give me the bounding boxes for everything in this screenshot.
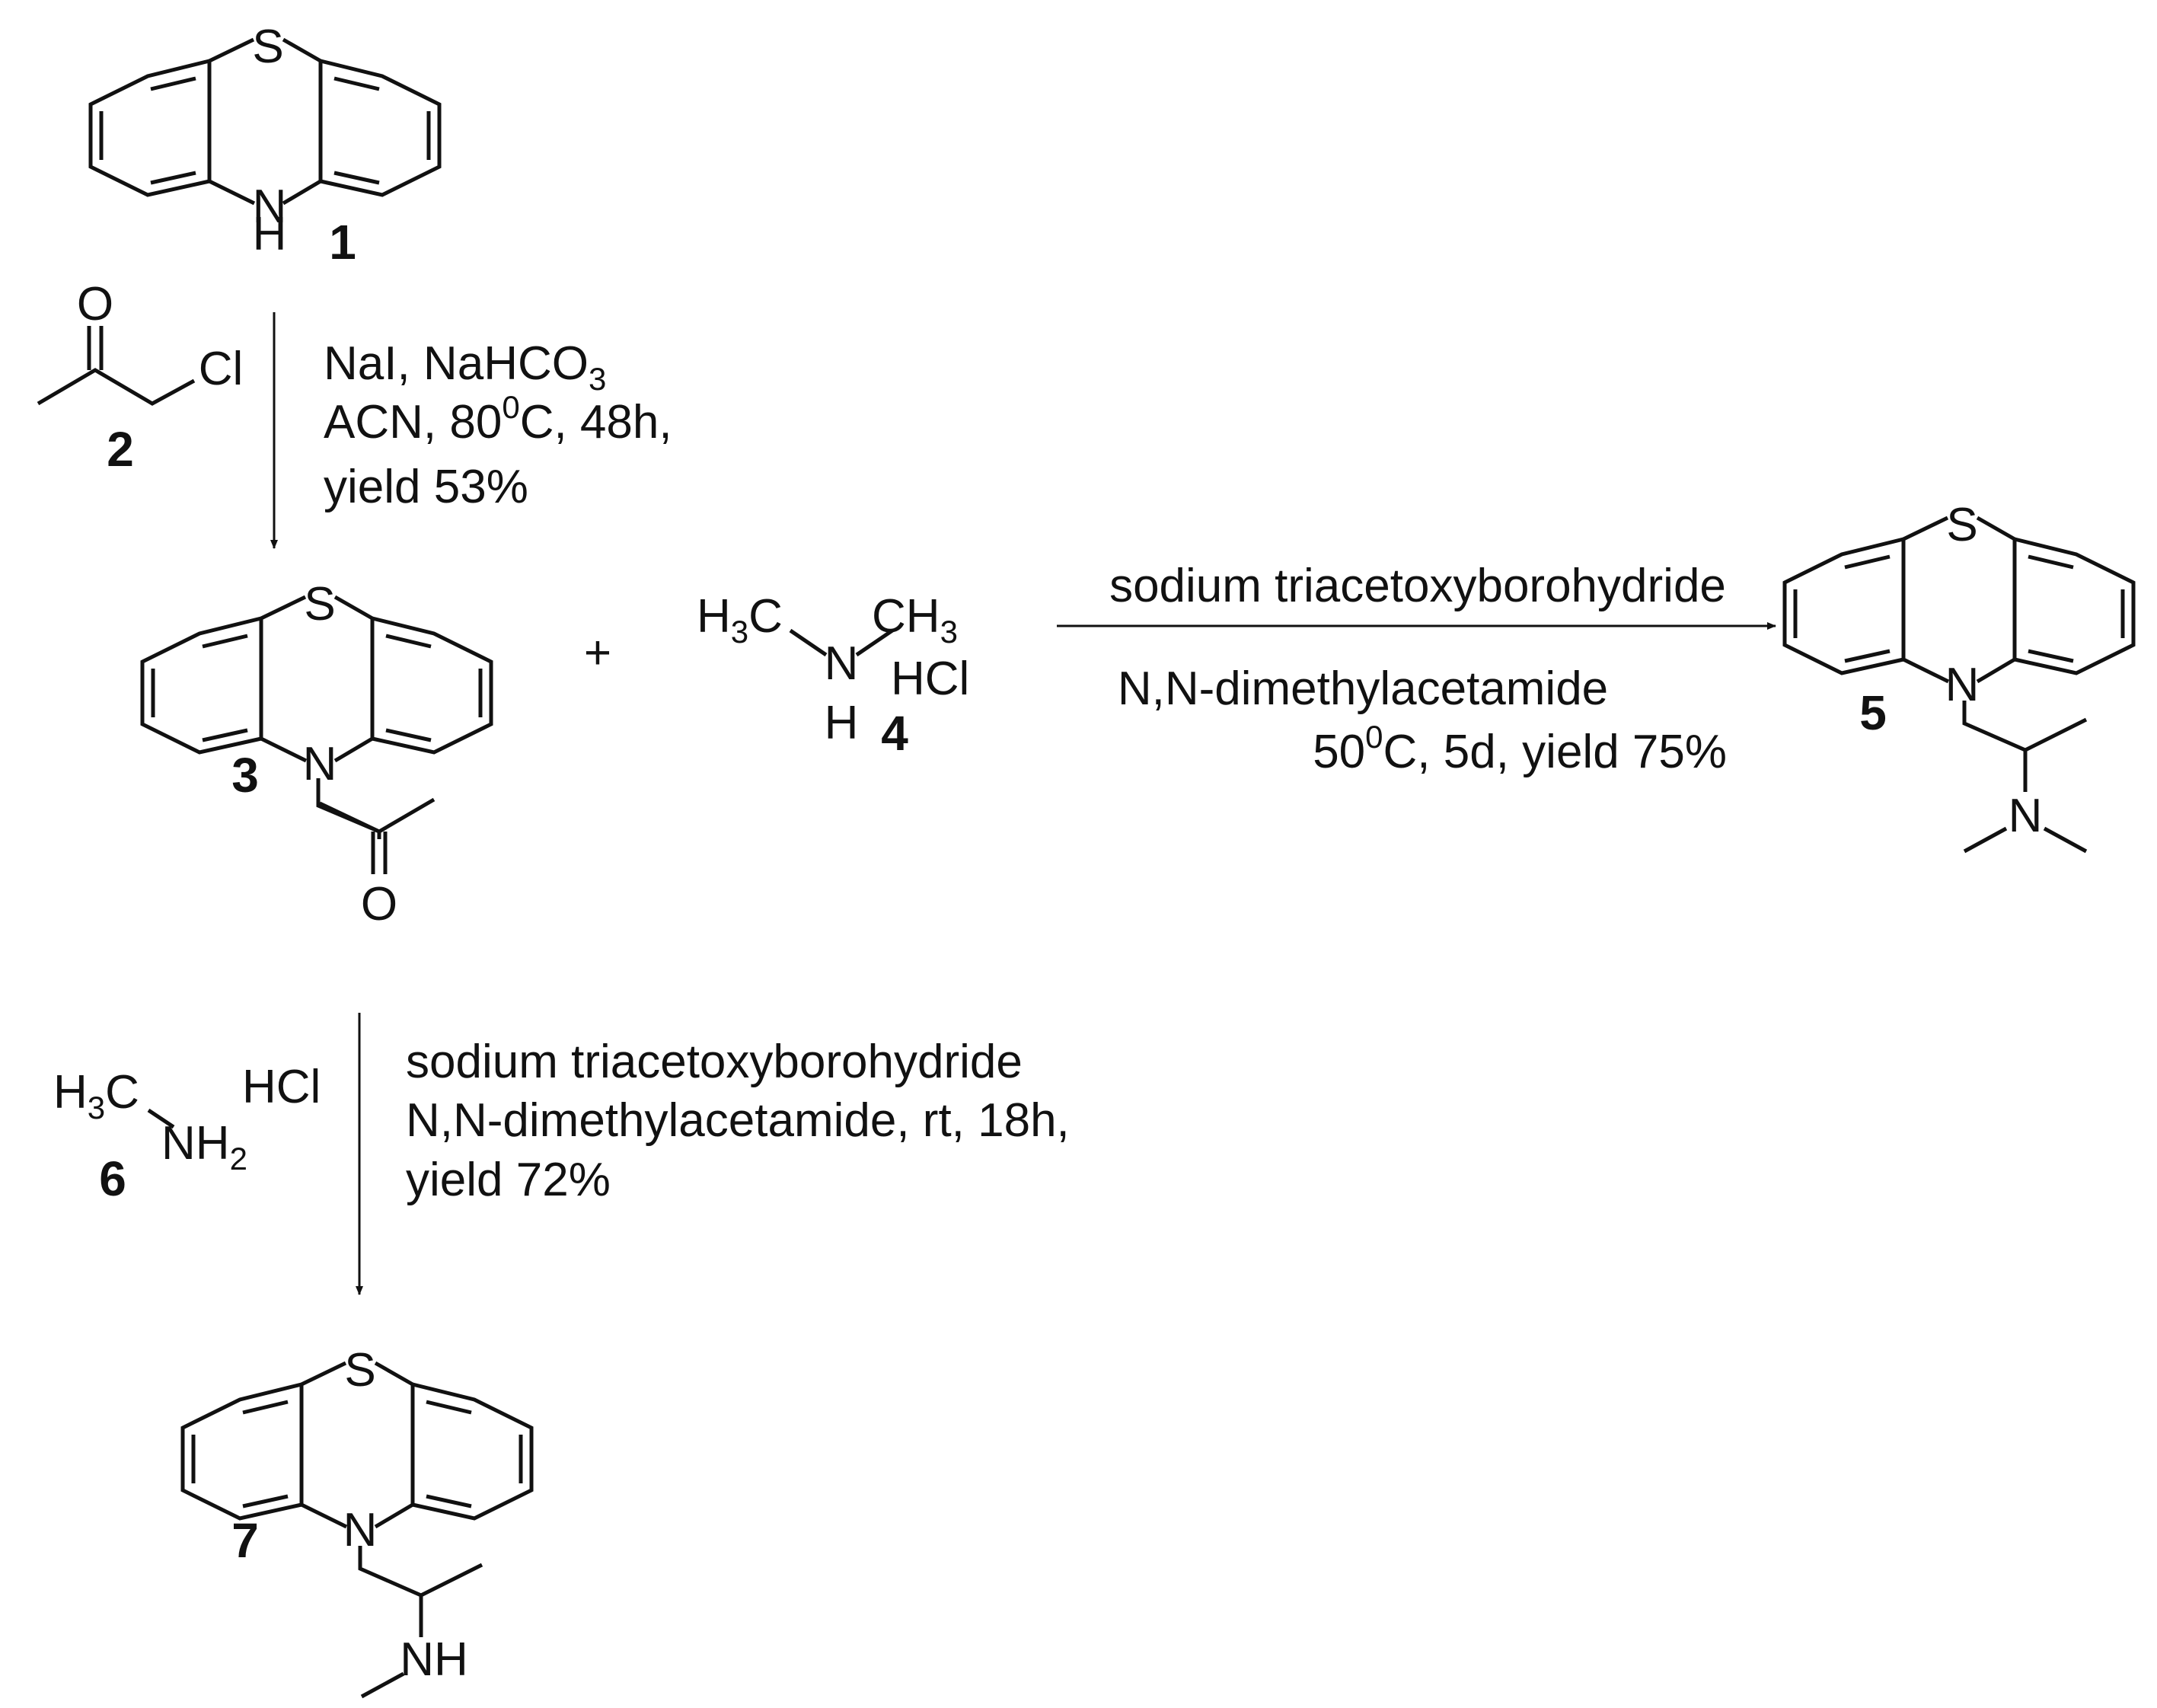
compound-number-7: 7 [231,1513,259,1568]
compound-number-5: 5 [1859,685,1887,740]
step1-conditions-line2: ACN, 800C, 48h, [324,389,672,449]
atom-o: O [361,878,397,931]
plus-sign: + [584,627,611,679]
atom-n: N [1945,659,1980,711]
atom-o: O [77,278,113,330]
atom-h: H [825,697,859,749]
compound-4-structure [789,628,894,657]
atom-s: S [304,578,335,631]
hcl-salt: HCl [891,653,969,705]
atom-nh: NH [400,1633,468,1686]
methyl-group: H3C [53,1066,139,1125]
step2-reagent: sodium triacetoxyborohydride [1109,560,1726,612]
atom-n: N [253,180,287,233]
hcl-salt: HCl [242,1061,321,1113]
step1-reagents-line1: NaI, NaHCO3 [324,337,606,397]
methyl-group-right: CH3 [872,590,958,650]
compound-7-structure [180,1361,534,1699]
atom-cl: Cl [199,343,244,395]
compound-6-structure [147,1108,175,1129]
compound-2-structure [37,326,196,406]
compound-5-structure [1782,516,2136,854]
step2-conditions: 500C, 5d, yield 75% [1313,719,1727,778]
atom-n: N [303,738,337,790]
compound-number-2: 2 [107,422,134,477]
step3-reagent: sodium triacetoxyborohydride [406,1036,1023,1088]
methyl-group-left: H3C [697,590,783,650]
atom-n: N [825,637,859,690]
step3-yield: yield 72% [406,1154,611,1206]
atom-s: S [252,21,283,73]
compound-1-structure [88,37,442,206]
step1-yield: yield 53% [324,461,528,513]
step2-solvent: N,N-dimethylacetamide [1118,662,1608,715]
atom-s: S [344,1344,375,1397]
amine-group: NH2 [161,1117,247,1176]
step3-conditions: N,N-dimethylacetamide, rt, 18h, [406,1094,1070,1147]
compound-number-6: 6 [99,1151,126,1206]
atom-h: H [253,208,287,260]
compound-number-3: 3 [231,748,259,803]
compound-3-structure [140,595,493,874]
compound-number-4: 4 [881,706,908,761]
atom-n-dimethyl: N [2009,790,2043,842]
atom-n: N [343,1504,378,1556]
atom-s: S [1946,499,1977,551]
compound-number-1: 1 [329,215,356,270]
